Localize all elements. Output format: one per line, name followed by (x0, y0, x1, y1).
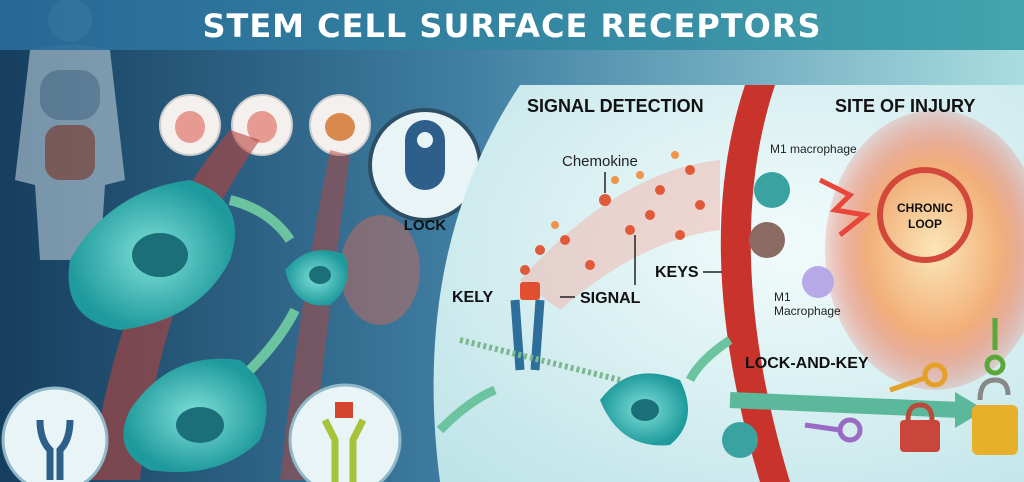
lock-and-key-arrow (729, 392, 961, 418)
stem-cell (68, 180, 235, 330)
injury-burst-icon (818, 177, 871, 237)
lock-and-key-label: LOCK-AND-KEY (745, 355, 869, 372)
organ-icons (159, 94, 371, 156)
migration-arrow (685, 336, 733, 383)
chemokine-label: Chemokine (562, 153, 638, 170)
title-banner (0, 0, 1024, 50)
signal-molecule (335, 402, 353, 418)
key-icon (804, 417, 863, 443)
stem-cell (722, 422, 758, 458)
chemokine-dots (520, 151, 705, 275)
lock-label: LOCK (404, 217, 447, 234)
receptor-closeup (1, 386, 109, 482)
chemokine-gradient (520, 160, 720, 310)
receptor-closeup (288, 383, 402, 482)
migration-arrow (228, 195, 295, 243)
page-title: STEM CELL SURFACE RECEPTORS (202, 7, 821, 45)
heart-icon (340, 215, 420, 325)
blood-vessel (280, 150, 350, 480)
m1-macrophage-label: Macrophage (774, 304, 841, 318)
stem-cell (123, 358, 267, 472)
receptor-icon (321, 418, 367, 482)
m1-macrophage-label: M1 macrophage (770, 142, 857, 156)
stem-cell (285, 250, 348, 306)
stem-cell (600, 373, 688, 446)
m1-macrophage-cell (754, 172, 790, 208)
injured-joint (825, 110, 1024, 390)
key-icon (984, 318, 1006, 376)
kely-label: KELY (452, 289, 494, 306)
padlock-open-icon (972, 377, 1018, 455)
m1-macrophage-cell (802, 266, 834, 298)
padlock-icon (900, 402, 940, 452)
m1-macrophage-label: M1 (774, 290, 791, 304)
keyhole-icon (417, 132, 433, 148)
signal-molecule (520, 282, 540, 300)
migration-arrow (436, 385, 497, 434)
chronic-loop-label: LOOP (908, 217, 942, 231)
section-heading-signal-detection: SIGNAL DETECTION (527, 96, 704, 116)
key-icon (889, 362, 948, 393)
lock-closeup: LOCK (368, 108, 482, 234)
migration-arrow (246, 307, 300, 374)
chronic-loop-label: CHRONIC (897, 201, 953, 215)
section-heading-site-of-injury: SITE OF INJURY (835, 96, 975, 116)
blood-vessel-wall (720, 85, 790, 482)
signal-label: SIGNAL (580, 290, 641, 307)
arrow-head (955, 392, 985, 428)
keys-label: KEYS (655, 264, 699, 281)
m1-macrophage-cell (749, 222, 785, 258)
receptor-icon (36, 419, 74, 480)
chronic-loop-arrow (877, 167, 973, 263)
